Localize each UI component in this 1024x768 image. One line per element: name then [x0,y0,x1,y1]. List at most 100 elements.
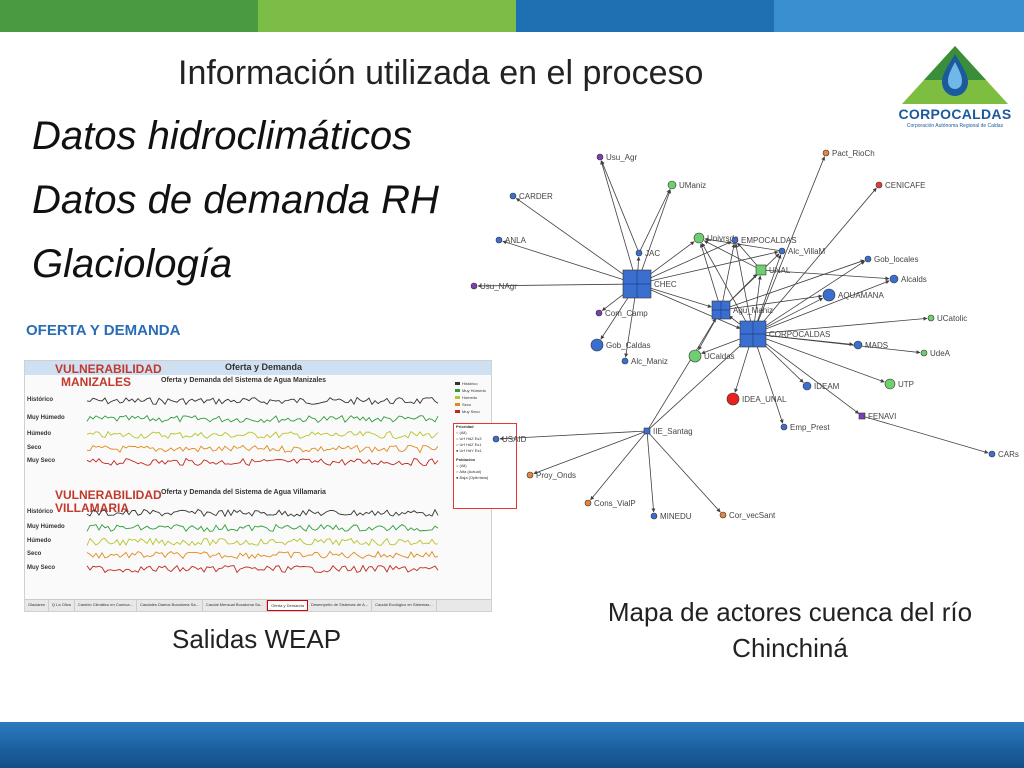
section-heading: OFERTA Y DEMANDA [26,322,181,339]
vulnerability-label-line: VILLAMARIA [55,501,129,515]
network-edge [737,242,759,267]
weap-series-chart [86,396,439,574]
network-edge [765,335,921,355]
network-node-label: USAID [502,435,527,444]
network-node [755,264,767,276]
panel-title: Oferta y Demanda del Sistema de Agua Man… [161,377,327,384]
water-drop-icon [902,46,1008,104]
network-node-label: IDEAM [814,382,840,391]
weap-tab[interactable]: Desempeño de Sistemas de A... [308,600,373,611]
network-node [889,274,899,284]
network-edge [757,156,826,323]
network-node [858,412,866,420]
weap-tab-selected[interactable]: Oferta y Demanda [267,600,308,611]
weap-tab[interactable]: Caudal Ecológico en Sistemas... [372,600,437,611]
filter-option[interactable]: ○ Alta (Actual) [456,469,482,474]
network-node-label: UCatolic [937,314,967,323]
network-edge [648,241,695,276]
weap-series-line [86,564,439,574]
network-node-label: AQUAMANA [838,291,884,300]
legend-item: Histórico [455,381,487,388]
network-node [509,192,517,200]
weap-tab[interactable]: Caudales Diarios Bocatoma Sa... [137,600,203,611]
row-label: Histórico [27,397,54,403]
network-edge [756,346,784,424]
network-node-label: FENAVI [868,412,896,421]
network-node [526,471,534,479]
network-edge [600,295,630,340]
network-node [667,180,677,190]
weap-series-line [86,523,439,533]
network-node-label: Usu_NAgr [480,282,517,291]
weap-tab[interactable]: Glaciares [25,600,49,611]
bullet-item: Glaciología [32,242,233,286]
row-label: Muy Húmedo [27,524,65,530]
network-node [492,435,500,443]
row-label: Muy Seco [27,565,56,571]
network-node [822,288,836,302]
network-edge [754,275,762,322]
network-caption: Mapa de actores cuenca del río Chinchiná [607,597,973,663]
network-node [495,236,503,244]
network-node-label: CARs [998,450,1019,459]
weap-series-line [86,457,439,467]
weap-series-line [86,537,438,547]
network-edge [765,316,928,334]
bottom-color-bar [0,722,1024,768]
network-edge [763,260,865,328]
network-edge [765,269,890,281]
row-label: Muy Seco [27,458,56,464]
network-edge [864,416,989,454]
corpocaldas-logo: CORPOCALDAS Corporación Autónoma Regiona… [898,44,1012,136]
filter-option[interactable]: ○ Urf HdZ Es3 [456,436,482,441]
weap-tab-bar: Glaciares Q La Oliva Cambio Climático en… [25,599,491,611]
network-node [864,255,872,263]
network-node-label: Univrsds [707,234,738,243]
network-node-grid [712,301,730,319]
network-node [621,357,629,365]
network-node [596,153,604,161]
network-edge [649,289,741,329]
network-node [595,309,603,317]
weap-tab[interactable]: Q La Oliva [49,600,75,611]
network-edge [639,189,671,251]
weap-tab[interactable]: Cambio Climático en Cuenca... [75,600,137,611]
network-node [635,249,643,257]
network-node [988,450,996,458]
row-label: Húmedo [27,431,51,437]
network-node [731,236,739,244]
network-node-label: JAC [645,249,660,258]
network-edge [636,256,641,271]
legend-item: Húmedo [455,395,487,402]
legend-item: Muy Húmedo [455,388,487,395]
filter-option[interactable]: ○ (All) [456,463,467,468]
network-edge [701,338,741,355]
bullet-list: Datos hidroclimáticos Datos de demanda R… [32,110,439,302]
vulnerability-label-line: VULNERABILIDAD [55,488,162,502]
network-edge [648,343,743,430]
network-node [920,349,928,357]
network-edge [477,283,624,288]
network-edge [650,250,779,282]
logo-name: CORPOCALDAS [898,106,1012,122]
series-legend: Histórico Muy Húmedo Húmedo Seco Muy Sec… [455,381,487,423]
filter-option[interactable]: ○ Urf HdZ Es1 [456,442,482,447]
network-node [584,499,592,507]
row-label: Seco [27,445,42,451]
legend-swatch [455,396,460,400]
filter-option[interactable]: ● Urf HdY Es1 [456,448,482,453]
legend-swatch [455,389,460,393]
network-node [590,338,604,352]
network-node-label: Proy_Onds [536,471,576,480]
vulnerability-label-line: MANIZALES [61,375,131,389]
network-edge [515,197,626,277]
network-edge [727,253,780,305]
legend-swatch [455,403,460,407]
network-edge [729,259,865,308]
network-edge [624,297,636,358]
filter-option[interactable]: ● Baja (Optimista) [456,475,489,480]
network-edge [704,237,780,251]
filter-option[interactable]: ○ (All) [456,430,467,435]
weap-tab[interactable]: Caudal Mensual Bocatoma Sa... [203,600,268,611]
